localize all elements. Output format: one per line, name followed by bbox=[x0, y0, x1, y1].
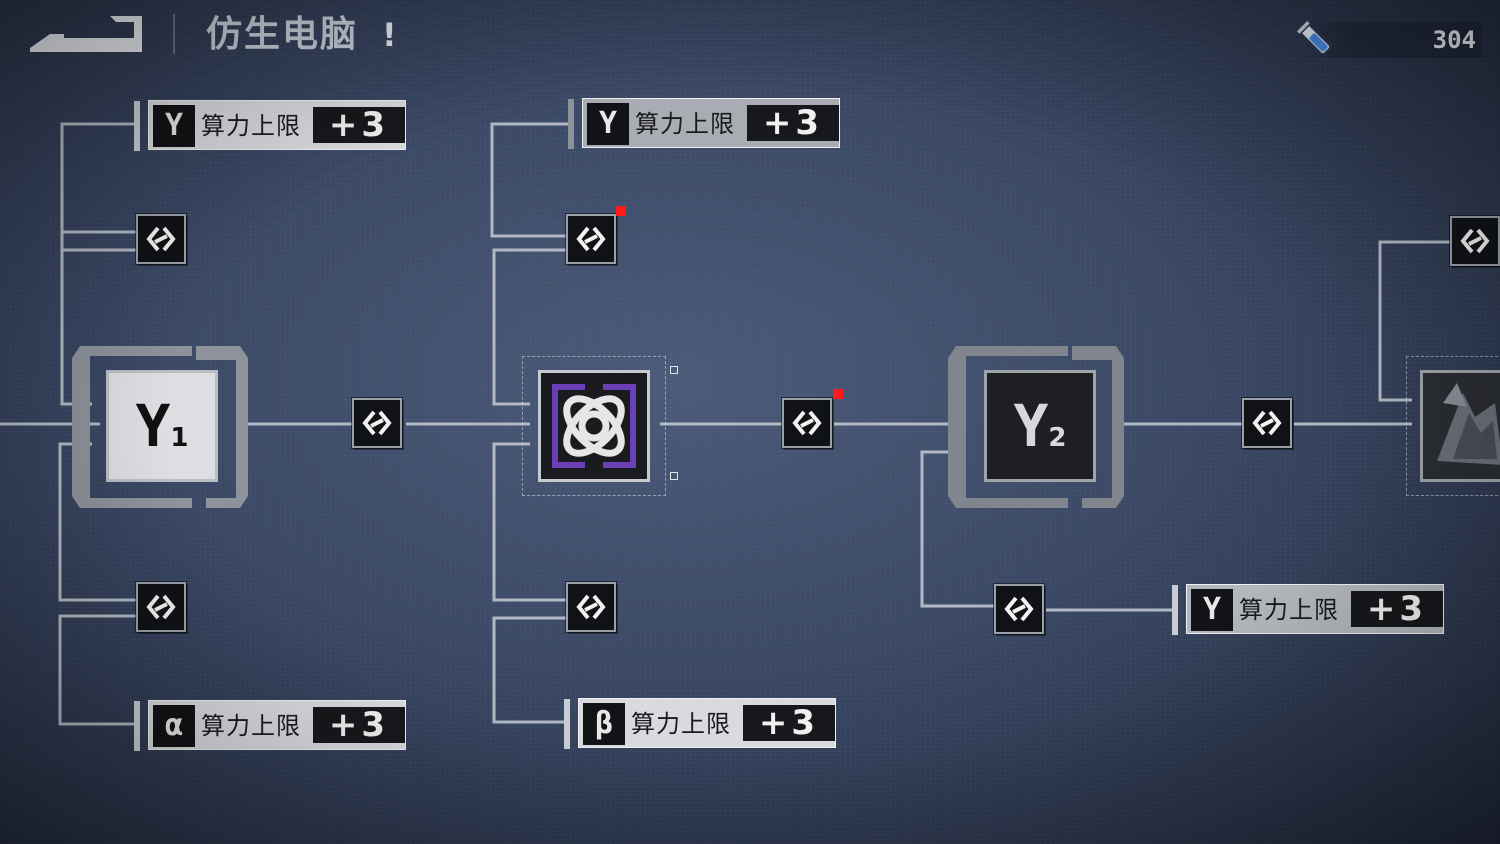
major-node-gamma-2[interactable]: Y2 bbox=[984, 370, 1096, 482]
chain-link-icon bbox=[792, 410, 822, 436]
gamma-sub-index: 2 bbox=[1048, 423, 1067, 453]
chain-link-icon bbox=[362, 410, 392, 436]
alert-indicator bbox=[833, 389, 843, 399]
major-node-gamma-1[interactable]: Y1 bbox=[106, 370, 218, 482]
stat-card-bonus: +3 bbox=[313, 107, 405, 143]
link-node[interactable] bbox=[352, 398, 402, 448]
selection-corner bbox=[670, 366, 678, 374]
beta-glyph-icon: β bbox=[583, 703, 625, 745]
gamma-glyph-icon: Y bbox=[1013, 392, 1049, 460]
test-tube-icon bbox=[1294, 18, 1332, 56]
page-title: 仿生电脑 bbox=[206, 14, 359, 55]
link-node[interactable] bbox=[782, 398, 832, 448]
shattered-crystal-icon bbox=[1437, 383, 1500, 465]
selection-corner bbox=[670, 472, 678, 480]
stat-card-compute-limit[interactable]: α 算力上限 +3 bbox=[134, 700, 406, 751]
link-node[interactable] bbox=[566, 214, 616, 264]
chain-link-icon bbox=[146, 594, 176, 620]
chain-link-icon bbox=[576, 226, 606, 252]
interlocked-rings-icon bbox=[552, 381, 636, 471]
major-node-frame bbox=[72, 346, 248, 508]
link-node[interactable] bbox=[566, 582, 616, 632]
link-node[interactable] bbox=[994, 584, 1044, 634]
gamma-glyph-icon: Y bbox=[1191, 589, 1233, 631]
alert-indicator bbox=[616, 206, 626, 216]
stat-card-bonus: +3 bbox=[747, 105, 839, 141]
title-separator bbox=[173, 14, 175, 54]
stat-card-bonus: +3 bbox=[743, 705, 835, 741]
gamma-glyph-icon: Y bbox=[153, 105, 195, 147]
stat-card-compute-limit[interactable]: Y 算力上限 +3 bbox=[568, 98, 840, 149]
link-node[interactable] bbox=[136, 214, 186, 264]
stat-card-label: 算力上限 bbox=[631, 710, 731, 738]
locked-skill-node[interactable] bbox=[1420, 370, 1500, 482]
back-button[interactable] bbox=[30, 16, 142, 52]
chain-link-icon bbox=[1004, 596, 1034, 622]
chain-link-icon bbox=[576, 594, 606, 620]
stat-card-compute-limit[interactable]: β 算力上限 +3 bbox=[564, 698, 836, 749]
stat-card-bonus: +3 bbox=[313, 707, 405, 743]
stat-card-bonus: +3 bbox=[1351, 591, 1443, 627]
link-node[interactable] bbox=[1450, 216, 1500, 266]
stat-card-label: 算力上限 bbox=[201, 112, 301, 140]
stat-card-label: 算力上限 bbox=[201, 712, 301, 740]
currency-display: 304 bbox=[1294, 18, 1482, 58]
stat-card-label: 算力上限 bbox=[635, 110, 735, 138]
stat-card-label: 算力上限 bbox=[1239, 596, 1339, 624]
central-core-node[interactable] bbox=[538, 370, 650, 482]
chain-link-icon bbox=[1252, 410, 1282, 436]
selection-outline bbox=[1406, 356, 1500, 496]
gamma-glyph-icon: Y bbox=[135, 392, 171, 460]
chain-link-icon bbox=[1460, 228, 1490, 254]
chain-link-icon bbox=[146, 226, 176, 252]
link-node[interactable] bbox=[136, 582, 186, 632]
major-node-frame bbox=[948, 346, 1124, 508]
stat-card-compute-limit[interactable]: Y 算力上限 +3 bbox=[1172, 584, 1444, 635]
gamma-sub-index: 1 bbox=[170, 423, 189, 453]
alpha-glyph-icon: α bbox=[153, 705, 195, 747]
currency-value: 304 bbox=[1432, 26, 1476, 54]
selection-outline bbox=[522, 356, 666, 496]
link-node[interactable] bbox=[1242, 398, 1292, 448]
gamma-glyph-icon: Y bbox=[587, 103, 629, 145]
stat-card-compute-limit[interactable]: Y 算力上限 +3 bbox=[134, 100, 406, 151]
title-exclamation-mark: ! bbox=[382, 16, 397, 54]
